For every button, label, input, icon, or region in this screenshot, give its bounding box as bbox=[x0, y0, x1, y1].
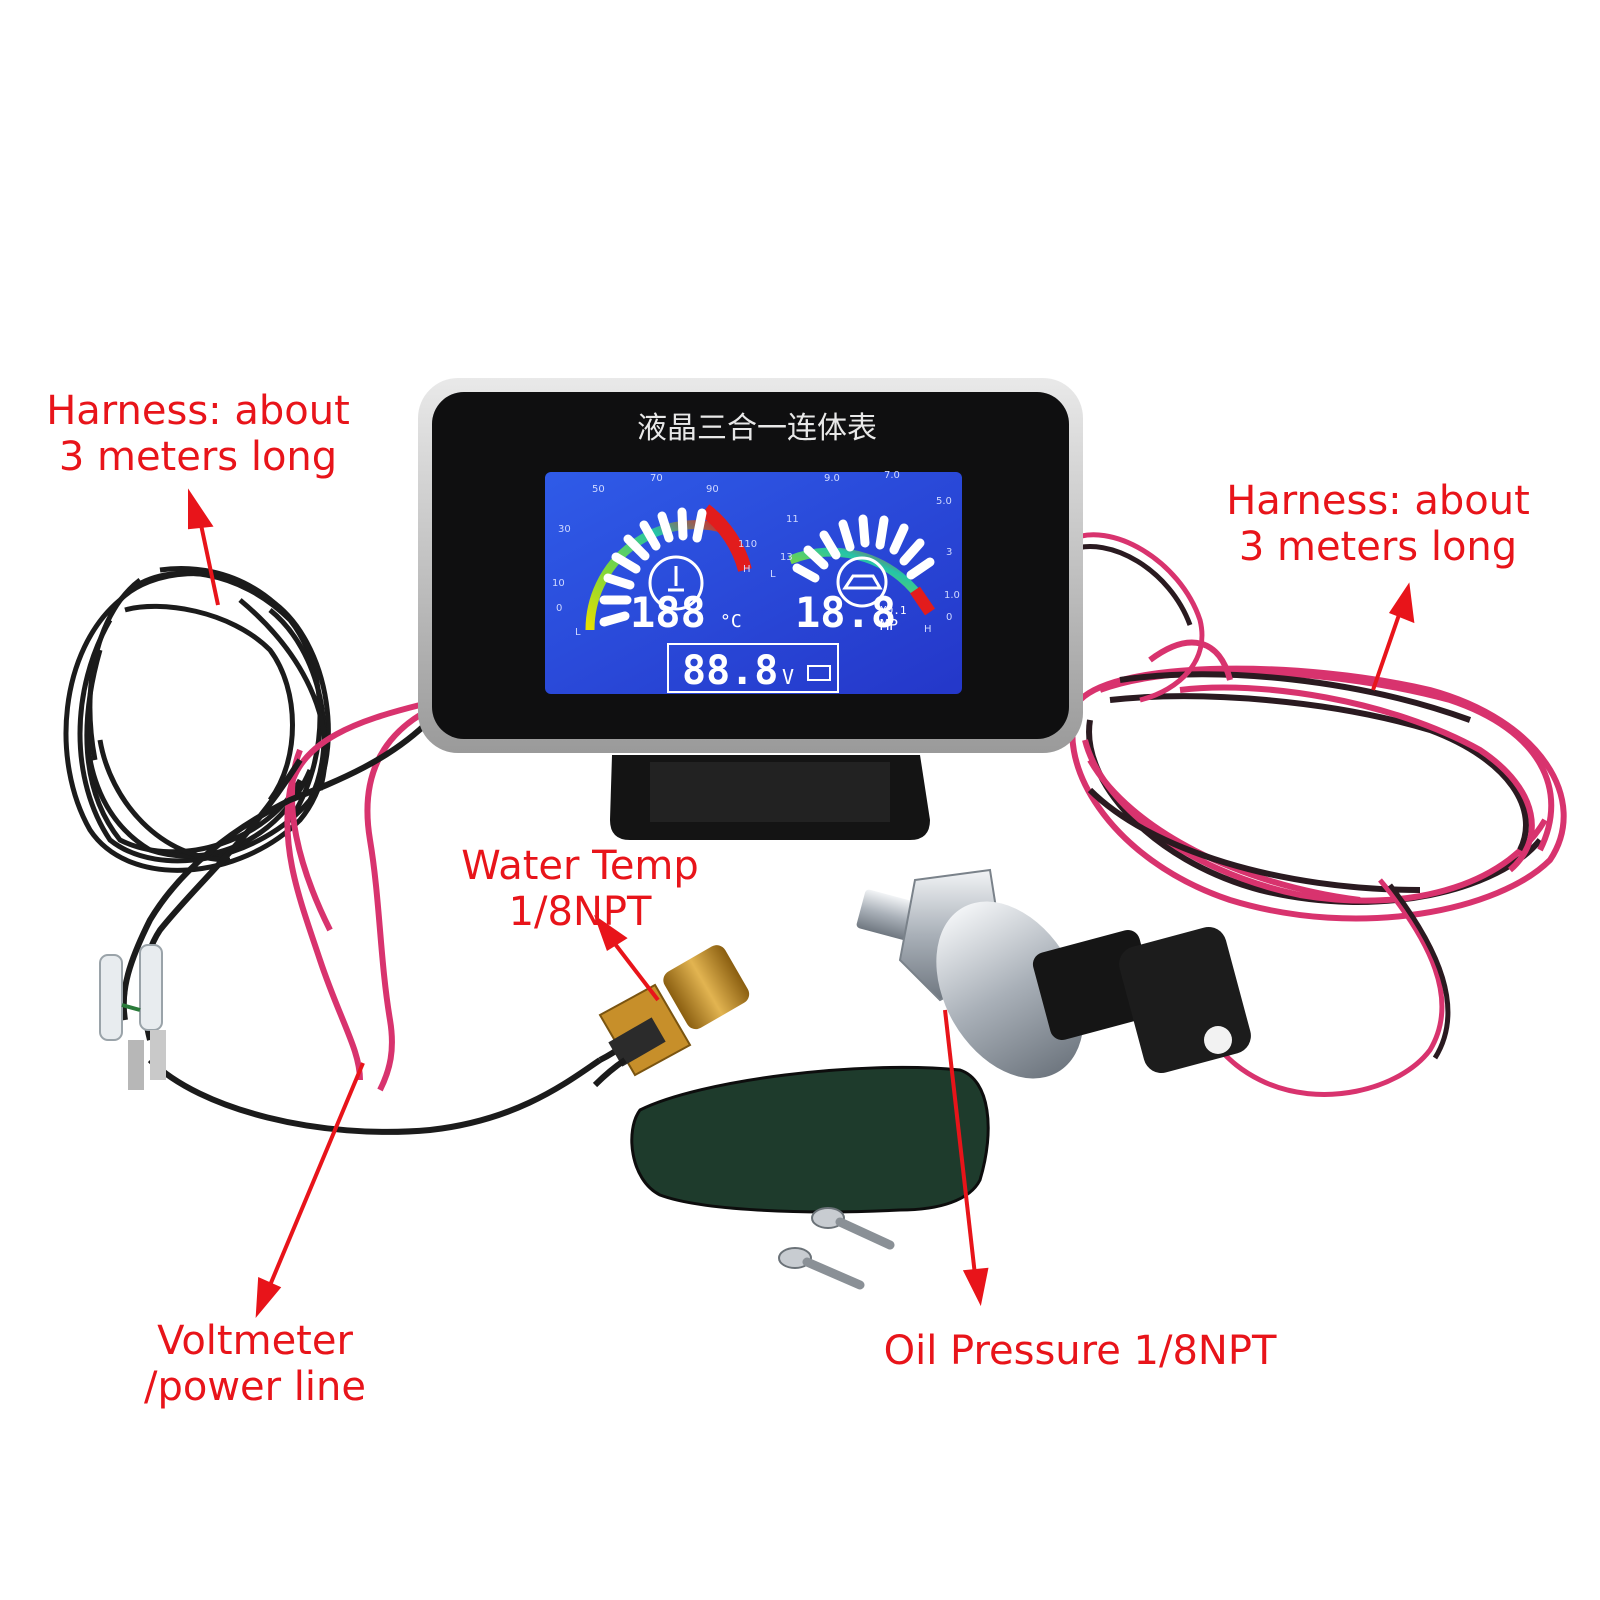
callout-line: 3 meters long bbox=[1238, 524, 1518, 570]
temp-tick: 0 bbox=[556, 603, 562, 614]
pressure-readout: 18.8 bbox=[795, 588, 896, 637]
callout-line: 1/8NPT bbox=[508, 889, 652, 935]
pressure-multiplier: X0.1 bbox=[880, 604, 907, 617]
oil-pressure-sensor bbox=[856, 868, 1251, 1079]
pressure-tick-labels: 9.0 7.0 5.0 3 1.0 11 13 0 L H bbox=[770, 470, 960, 635]
temp-tick: L bbox=[575, 627, 581, 638]
battery-icon bbox=[807, 665, 831, 681]
temp-tick: 90 bbox=[706, 484, 719, 495]
pressure-tick: 3 bbox=[946, 547, 952, 558]
bezel-title: 液晶三合一连体表 bbox=[637, 411, 877, 446]
pressure-tick: L bbox=[770, 569, 776, 580]
oil-sensor-wire bbox=[1218, 878, 1451, 1097]
temp-tick-labels: 50 70 90 110 30 10 0 L H bbox=[552, 473, 757, 638]
pressure-tick: 0 bbox=[946, 612, 952, 623]
pressure-dial bbox=[788, 514, 935, 616]
pressure-tick: 5.0 bbox=[936, 496, 952, 507]
pressure-tick: 13 bbox=[780, 552, 793, 563]
pressure-unit: MP bbox=[880, 616, 898, 634]
callout-arrows bbox=[188, 488, 1415, 1318]
pressure-tick: H bbox=[924, 624, 932, 635]
ring-terminals bbox=[99, 944, 166, 1090]
voltage-readout: 88.8 bbox=[682, 648, 778, 694]
gauge-stand bbox=[610, 755, 930, 840]
voltage-unit: V bbox=[782, 665, 794, 689]
callout-water-temp: Water Temp 1/8NPT bbox=[430, 843, 730, 935]
mounting-screws bbox=[778, 1207, 895, 1290]
callout-line: Harness: about bbox=[1226, 478, 1530, 524]
pressure-tick: 9.0 bbox=[824, 473, 840, 484]
pressure-tick: 7.0 bbox=[884, 470, 900, 481]
callout-harness-left: Harness: about 3 meters long bbox=[18, 388, 378, 480]
callout-harness-right: Harness: about 3 meters long bbox=[1198, 478, 1558, 570]
temperature-readout: 188 bbox=[630, 588, 706, 637]
temp-tick: 10 bbox=[552, 578, 565, 589]
callout-line: Harness: about bbox=[46, 388, 350, 434]
temp-tick: 110 bbox=[738, 539, 757, 550]
callout-voltmeter: Voltmeter /power line bbox=[100, 1318, 410, 1410]
callout-line: Water Temp bbox=[461, 843, 699, 889]
adhesive-sticker bbox=[630, 1065, 990, 1214]
black-harness-coil bbox=[63, 566, 331, 873]
callout-line: 3 meters long bbox=[58, 434, 338, 480]
callout-line: Oil Pressure 1/8NPT bbox=[883, 1328, 1277, 1374]
temperature-unit: °C bbox=[720, 611, 742, 632]
right-harness-wire bbox=[1068, 532, 1205, 703]
water-temp-sensor bbox=[592, 945, 750, 1088]
temp-tick: 30 bbox=[558, 524, 571, 535]
pressure-tick: 11 bbox=[786, 514, 799, 525]
pink-harness-coil bbox=[1069, 639, 1567, 922]
temp-tick: 50 bbox=[592, 484, 605, 495]
temp-tick: 70 bbox=[650, 473, 663, 484]
callout-line: /power line bbox=[143, 1364, 366, 1410]
temp-tick: H bbox=[743, 564, 751, 575]
callout-line: Voltmeter bbox=[157, 1318, 353, 1364]
pressure-tick: 1.0 bbox=[944, 590, 960, 601]
callout-oil-pressure: Oil Pressure 1/8NPT bbox=[845, 1328, 1315, 1374]
temperature-dial bbox=[585, 504, 752, 631]
voltage-box bbox=[667, 643, 839, 693]
